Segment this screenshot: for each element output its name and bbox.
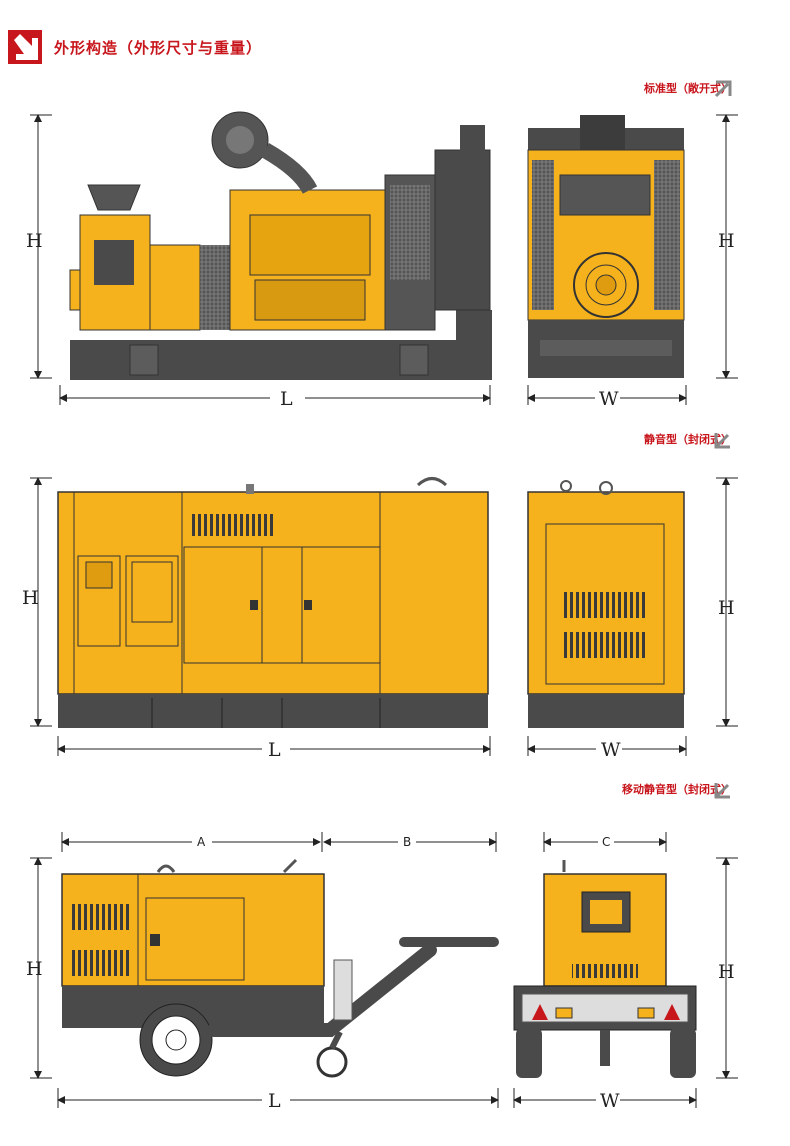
dimension-b [323,832,497,852]
section-arrow-icon [714,783,730,799]
section-label-standard: 标准型（敞开式） [644,82,732,95]
dimension-height-1 [30,114,52,379]
dim-label-h: H [718,597,735,619]
dim-label-l: L [268,1090,281,1112]
section-label-mobile: 移动静音型（封闭式） [622,783,732,796]
dimension-length-2 [57,736,491,756]
dimension-height-1b [716,114,738,379]
section-arrow-icon [714,433,730,449]
dimension-height-3 [30,857,52,1079]
dimension-width-2 [527,736,687,756]
dimension-height-2 [30,477,52,727]
dim-label-h: H [26,230,43,252]
silent-generator-end-view [527,480,685,728]
dim-label-b: B [403,835,411,849]
dim-label-w: W [599,388,619,410]
open-generator-end-view [527,115,685,378]
dim-label-h: H [718,230,735,252]
brand-arrow-icon [8,30,42,64]
open-generator-side-view [69,111,492,380]
dim-label-a: A [197,835,206,849]
page-header: 外形构造（外形尺寸与重量） [8,30,262,64]
dimension-height-3b [716,857,738,1079]
dim-label-w: W [601,739,621,761]
silent-generator-side-view [57,477,489,728]
section-label-silent: 静音型（封闭式） [644,433,732,446]
dim-label-w: W [600,1090,620,1112]
mobile-generator-side-view [61,858,499,1078]
dim-label-h: H [22,587,39,609]
mobile-generator-end-view [513,860,697,1078]
dim-label-h: H [718,961,735,983]
dimension-height-2b [716,477,738,727]
dimension-length-1 [59,385,491,405]
dimension-c [543,832,667,852]
dim-label-c: C [602,835,610,849]
page-title: 外形构造（外形尺寸与重量） [54,38,263,57]
dimension-width-3 [513,1088,697,1108]
dim-label-h: H [26,958,43,980]
dim-label-l: L [280,388,293,410]
dimension-a [61,832,323,852]
dimension-width-1 [527,385,687,405]
section-arrow-icon [714,80,732,98]
dimension-length-3 [57,1088,499,1108]
dim-label-l: L [268,739,281,761]
